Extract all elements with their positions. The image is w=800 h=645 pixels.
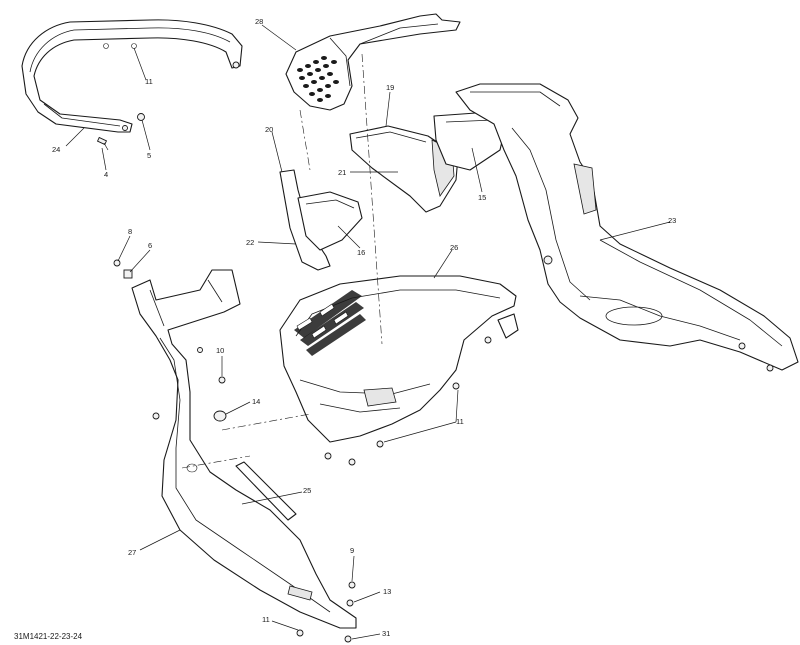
callout-5: 5: [147, 151, 151, 160]
callout-20: 20: [265, 125, 273, 134]
callout-22: 22: [246, 238, 254, 247]
callout-19: 19: [386, 83, 394, 92]
washer-31: [344, 635, 352, 643]
callout-15: 15: [478, 193, 486, 202]
nut-11-bottom: [296, 629, 304, 637]
drawing-reference: 31M1421-22-23-24: [14, 632, 83, 641]
part-28-vented-cover: [285, 13, 461, 111]
callout-31: 31: [382, 629, 390, 638]
callout-labels: 28 11 24 4 5 20 19 21 15 22 16 23 26 8 6…: [52, 17, 676, 638]
screw-4: [96, 136, 109, 151]
screw-13: [346, 599, 354, 607]
callout-14: 14: [252, 397, 260, 406]
callout-11-top: 11: [145, 77, 153, 86]
part-24-grab-handle: [21, 19, 243, 133]
screw-8: [113, 259, 121, 267]
callout-25: 25: [303, 486, 311, 495]
callout-21: 21: [338, 168, 346, 177]
clip-6: [123, 269, 133, 279]
part-26-center-panel: [279, 275, 519, 466]
callout-13: 13: [383, 587, 391, 596]
callout-26: 26: [450, 243, 458, 252]
callout-11-bottom: 11: [262, 615, 270, 624]
assembly-axis-lines: [181, 53, 383, 469]
callout-4: 4: [104, 170, 108, 179]
callout-11-right: 11: [456, 417, 464, 426]
callout-9: 9: [350, 546, 354, 555]
callout-24: 24: [52, 145, 60, 154]
callout-28: 28: [255, 17, 263, 26]
part-20-22-deflector: [279, 169, 363, 271]
callout-6: 6: [148, 241, 152, 250]
callout-8: 8: [128, 227, 132, 236]
leader-lines: [65, 24, 671, 640]
part-23-right-side-panel: [455, 83, 799, 372]
callout-10: 10: [216, 346, 224, 355]
callout-16: 16: [357, 248, 365, 257]
screw-10: [218, 376, 226, 384]
callout-23: 23: [668, 216, 676, 225]
nut-5: [137, 113, 145, 121]
screw-9: [348, 581, 356, 589]
callout-27: 27: [128, 548, 136, 557]
